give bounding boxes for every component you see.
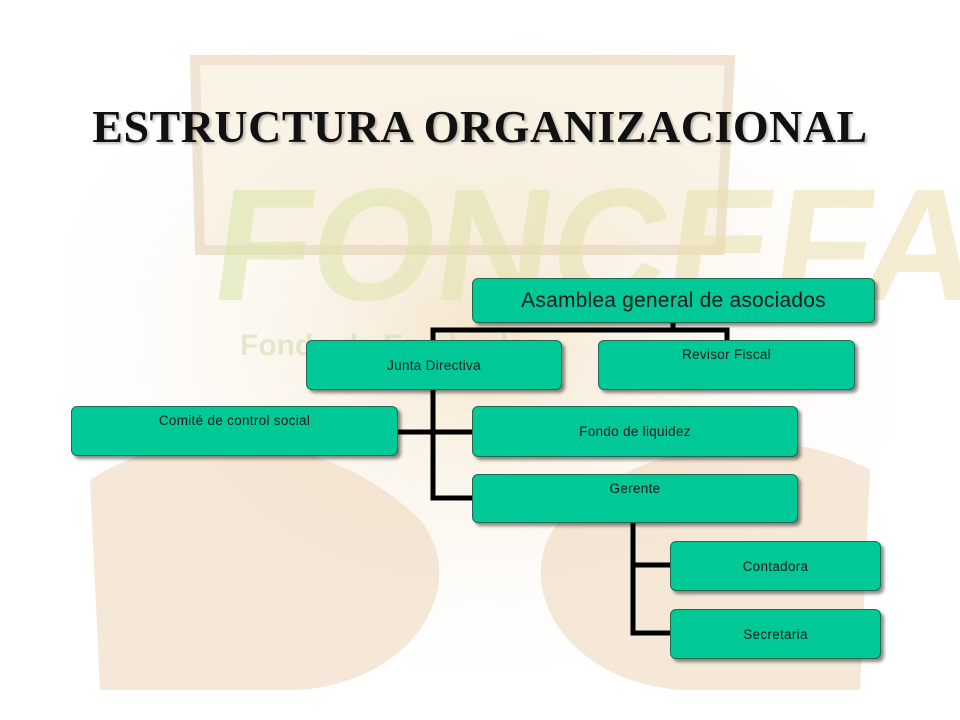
node-gerente-label: Gerente bbox=[609, 481, 661, 496]
node-contadora: Contadora bbox=[670, 541, 881, 591]
node-contadora-label: Contadora bbox=[742, 558, 809, 574]
node-comite-control-social: Comité de control social bbox=[71, 406, 398, 456]
node-comite-label: Comité de control social bbox=[158, 413, 311, 428]
node-fondo-liquidez: Fondo de liquidez bbox=[472, 406, 798, 457]
node-junta-label: Junta Directiva bbox=[387, 357, 481, 373]
node-junta-directiva: Junta Directiva bbox=[306, 340, 562, 390]
node-asamblea-label: Asamblea general de asociados bbox=[521, 289, 826, 312]
node-gerente: Gerente bbox=[472, 474, 798, 523]
node-asamblea: Asamblea general de asociados bbox=[472, 278, 875, 323]
node-secretaria: Secretaria bbox=[670, 609, 881, 659]
slide-title: ESTRUCTURA ORGANIZACIONAL bbox=[92, 101, 868, 152]
node-revisor-fiscal: Revisor Fiscal bbox=[598, 340, 855, 390]
node-fondo-label: Fondo de liquidez bbox=[579, 424, 691, 439]
node-secretaria-label: Secretaria bbox=[743, 626, 808, 642]
node-revisor-label: Revisor Fiscal bbox=[682, 347, 771, 362]
